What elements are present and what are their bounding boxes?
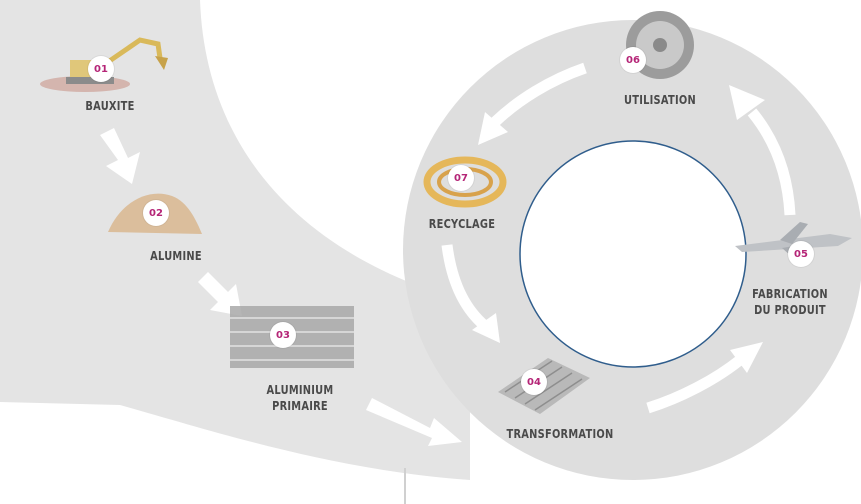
step-07-number: 07 (454, 172, 468, 184)
arrow-transformation-to-fabrication (646, 342, 763, 414)
step-03-badge: 03 (270, 322, 296, 348)
step-05-label: FABRICATION DU PRODUIT (745, 286, 835, 318)
step-05-badge: 05 (788, 241, 814, 267)
arrow-utilisation-to-recyclage (478, 62, 587, 145)
step-02-label: ALUMINE (150, 249, 202, 263)
step-01-label: BAUXITE (85, 99, 135, 113)
arrow-primaire-to-transformation (366, 398, 462, 446)
step-03-number: 03 (276, 329, 290, 341)
lifecycle-center (519, 140, 747, 368)
step-05-label-line1: FABRICATION (752, 287, 828, 301)
step-04-label: TRANSFORMATION (506, 427, 614, 441)
step-07-label: RECYCLAGE (428, 217, 496, 231)
step-06-label: UTILISATION (624, 93, 696, 107)
arrow-recyclage-to-transformation (441, 244, 500, 343)
arrow-alumine-to-primaire (198, 272, 242, 316)
arrow-fabrication-to-utilisation (729, 85, 796, 216)
band-divider (404, 468, 406, 504)
step-07-badge: 07 (448, 165, 474, 191)
step-02-badge: 02 (143, 200, 169, 226)
step-01-number: 01 (94, 63, 108, 75)
step-04-badge: 04 (521, 369, 547, 395)
step-06-number: 06 (626, 54, 640, 66)
step-06-badge: 06 (620, 47, 646, 73)
step-02-number: 02 (149, 207, 163, 219)
step-04-number: 04 (527, 376, 541, 388)
step-05-number: 05 (794, 248, 808, 260)
step-03-label: ALUMINIUM PRIMAIRE (255, 382, 345, 414)
step-03-label-line1: ALUMINIUM (266, 383, 334, 397)
step-03-label-line2: PRIMAIRE (272, 399, 328, 413)
step-01-badge: 01 (88, 56, 114, 82)
arrow-bauxite-to-alumine (100, 128, 140, 184)
step-05-label-line2: DU PRODUIT (754, 303, 826, 317)
